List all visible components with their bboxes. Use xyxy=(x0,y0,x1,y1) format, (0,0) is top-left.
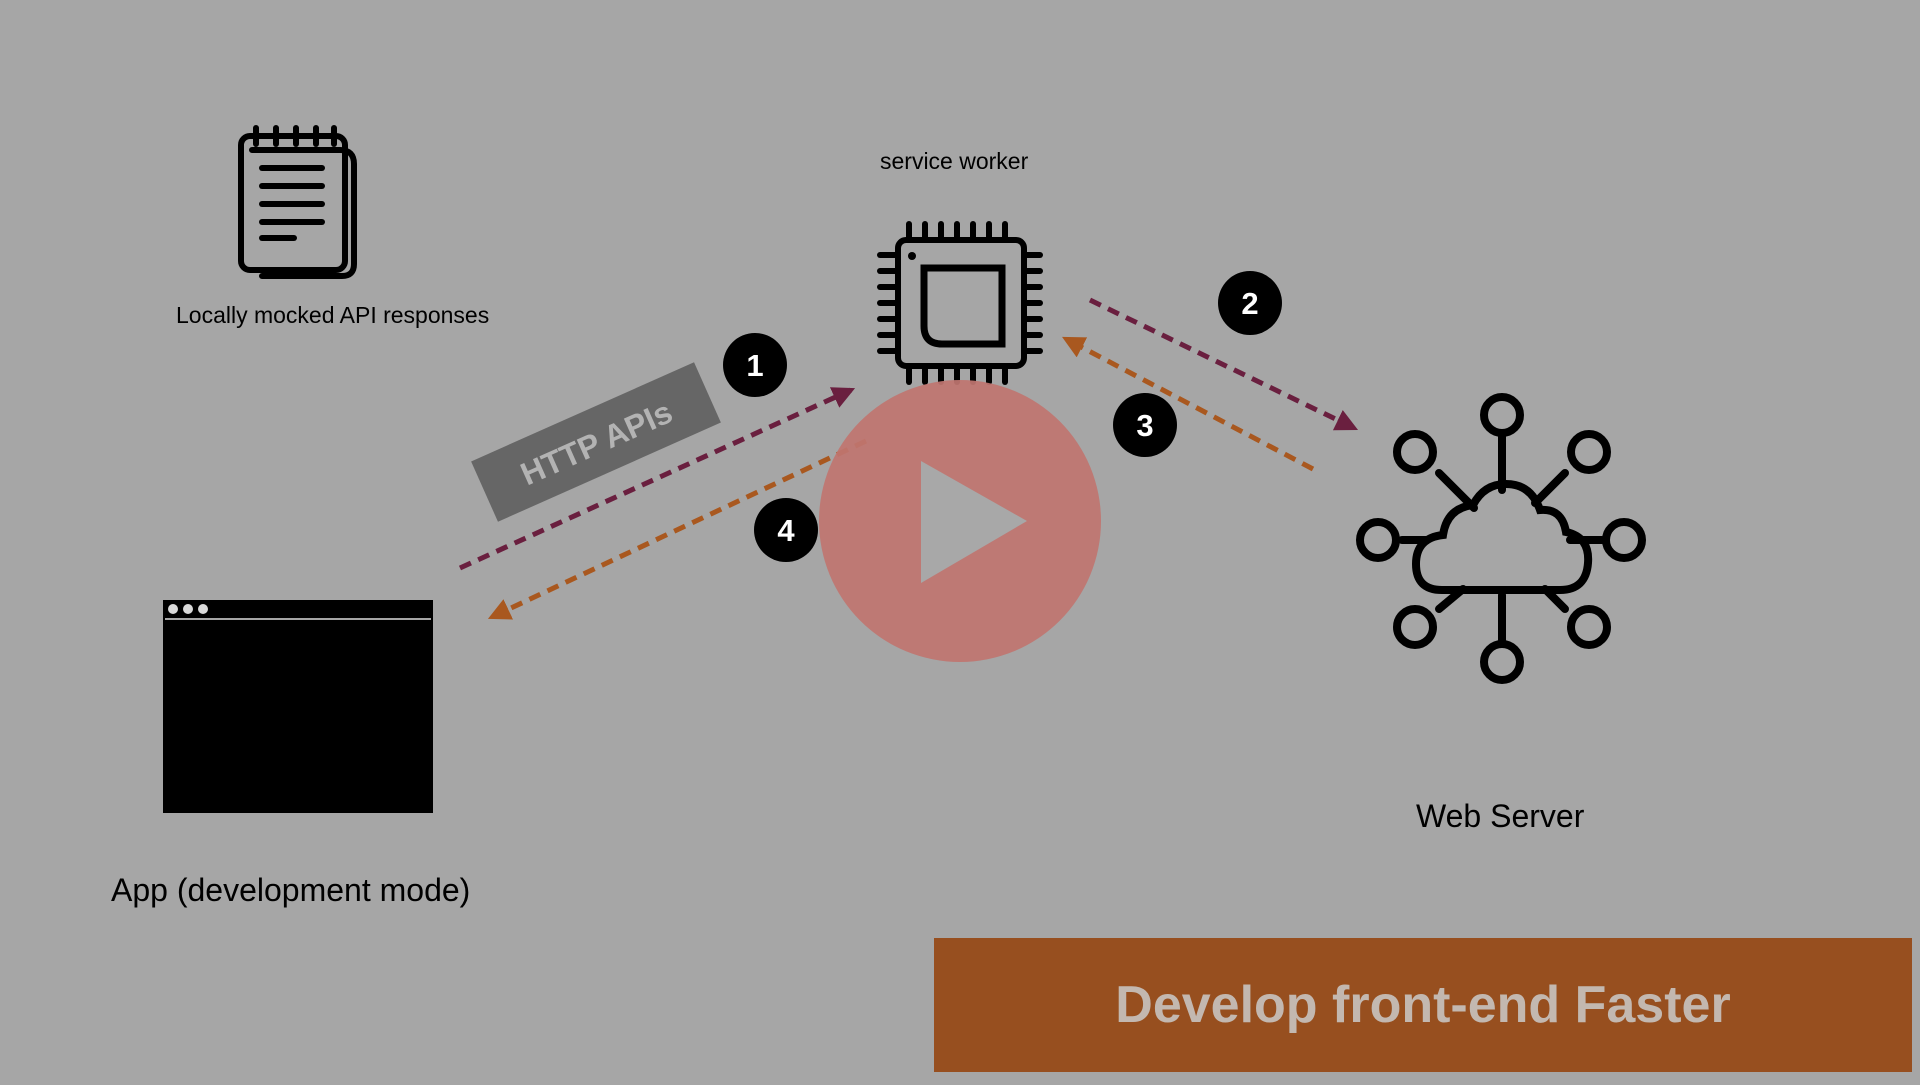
cpu-chip-icon xyxy=(877,221,1043,385)
step-badge-4: 4 xyxy=(754,498,818,562)
notes-label: Locally mocked API responses xyxy=(176,302,490,328)
step-badge-1: 1 xyxy=(723,333,787,397)
service-worker-label: service worker xyxy=(880,148,1029,174)
svg-text:3: 3 xyxy=(1136,408,1153,443)
play-icon xyxy=(921,461,1027,583)
step-badge-3: 3 xyxy=(1113,393,1177,457)
notepad-icon xyxy=(238,125,357,279)
http-apis-tag: HTTP APIs xyxy=(471,362,721,522)
app-window-icon xyxy=(163,600,433,813)
svg-text:1: 1 xyxy=(746,348,763,383)
play-button[interactable] xyxy=(819,380,1101,662)
web-server-label: Web Server xyxy=(1416,798,1585,834)
request-arrow-worker-to-server xyxy=(1088,297,1359,431)
title-banner: Develop front-end Faster xyxy=(934,938,1912,1072)
app-label: App (development mode) xyxy=(111,872,471,908)
svg-text:4: 4 xyxy=(777,513,795,548)
response-arrow-worker-to-app xyxy=(487,438,868,620)
svg-text:2: 2 xyxy=(1241,286,1258,321)
request-arrow-app-to-worker xyxy=(458,387,856,571)
banner-text: Develop front-end Faster xyxy=(1115,976,1731,1034)
response-arrow-server-to-worker xyxy=(1062,336,1315,472)
step-badge-2: 2 xyxy=(1218,271,1282,335)
cloud-network-icon xyxy=(1356,393,1646,684)
